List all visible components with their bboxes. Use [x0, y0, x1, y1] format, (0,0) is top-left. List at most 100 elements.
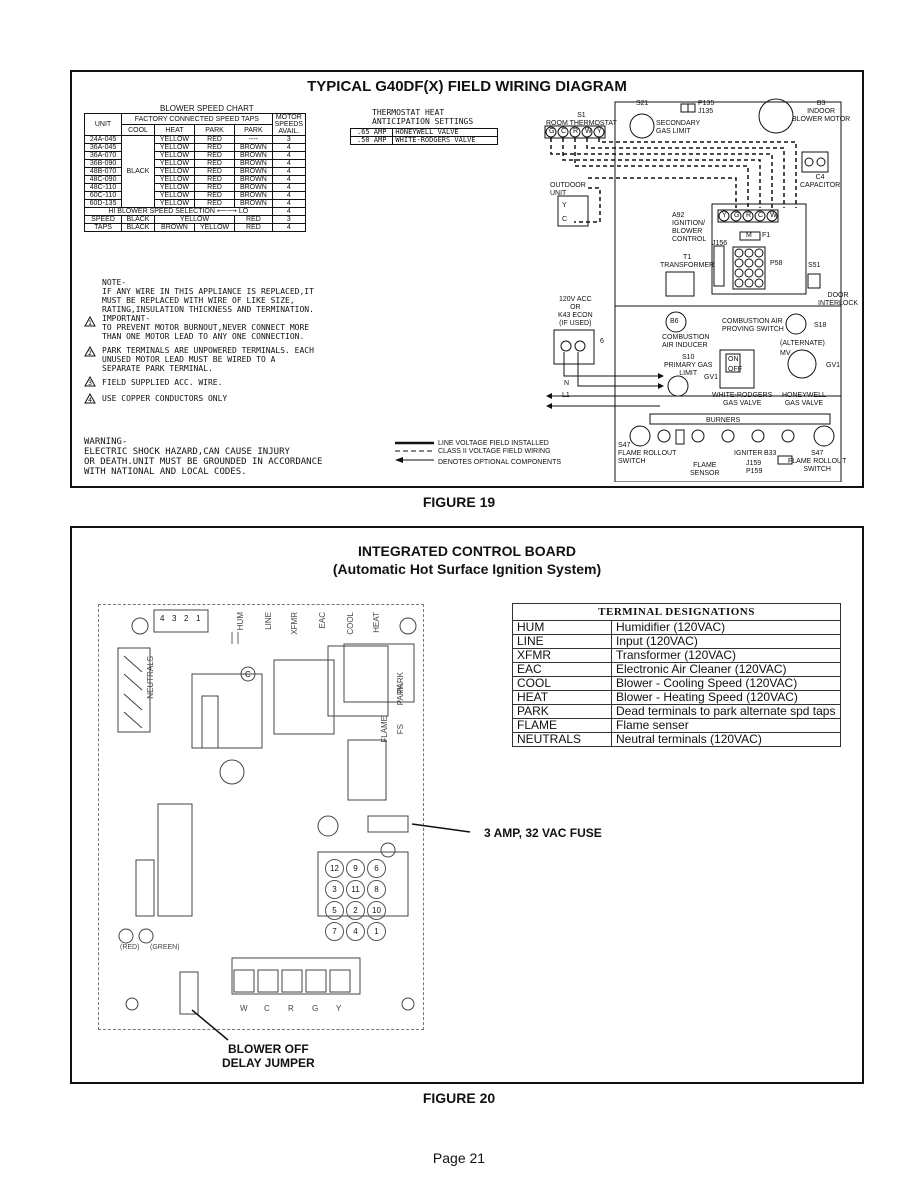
- col-heat: HEAT: [153, 124, 196, 136]
- note-2: PARK TERMINALS ARE UNPOWERED TERMINALS. …: [102, 346, 314, 373]
- terminal-description: Flame senser: [611, 718, 841, 733]
- a92-label: A92 IGNITION/ BLOWER CONTROL: [672, 212, 707, 243]
- terminal-description: Transformer (120VAC): [611, 648, 841, 663]
- blower-chart-cell: 4: [271, 167, 307, 176]
- s1-label: S1 ROOM THERMOSTAT: [546, 112, 617, 127]
- igniter-label: IGNITER: [734, 450, 763, 457]
- blower-chart-title: BLOWER SPEED CHART: [160, 104, 254, 113]
- blower-chart-cell: RED: [194, 199, 236, 208]
- secondary-limit-label: SECONDARY GAS LIMIT: [656, 120, 701, 135]
- plug4-2: 3: [172, 614, 177, 623]
- callout-lines: [191, 823, 471, 1041]
- blower-chart-cell: 4: [271, 151, 307, 160]
- thermo-g: G: [312, 1004, 319, 1013]
- s21-label: S21: [636, 100, 649, 107]
- blower-chart-cell: 36A-045: [83, 143, 123, 152]
- valve-cell: WHITE-RODGERS VALVE: [392, 136, 498, 145]
- outdoor-unit-label: OUTDOOR UNIT: [550, 182, 586, 197]
- gv1-label: GV1: [704, 374, 719, 381]
- plug12-pin: 5: [325, 901, 344, 920]
- legend-optional: DENOTES OPTIONAL COMPONENTS: [438, 459, 562, 466]
- b6-label: B6: [670, 318, 679, 325]
- blower-chart-cell: BROWN: [234, 143, 273, 152]
- jumper-callout: BLOWER OFF DELAY JUMPER: [222, 1042, 315, 1070]
- blower-chart-cell: 3: [271, 135, 307, 144]
- thermostat-term: W: [585, 128, 592, 135]
- blower-chart-cell: RED: [194, 175, 236, 184]
- blower-chart-cell: YELLOW: [153, 167, 196, 176]
- warning-triangle-icon: 1: [84, 316, 96, 327]
- plug12-pin: 3: [325, 880, 344, 899]
- terminal-description: Humidifier (120VAC): [611, 620, 841, 635]
- b3-label: B3 INDOOR BLOWER MOTOR: [792, 100, 851, 123]
- g6-label: 6: [600, 338, 604, 345]
- blower-chart-cell: 60D-135: [83, 199, 123, 208]
- m-label: M: [746, 232, 752, 239]
- blower-chart-cell: 4: [271, 191, 307, 200]
- blower-chart-cell: 60C-110: [83, 191, 123, 200]
- figure19-panel: [70, 70, 864, 488]
- plug12-pin: 1: [367, 922, 386, 941]
- board-term: R: [746, 212, 752, 219]
- outdoor-c: C: [562, 216, 568, 223]
- taps-label: TAPS: [83, 223, 123, 232]
- p135-label: P135 J135: [698, 100, 715, 115]
- mv-label: MV: [780, 350, 791, 357]
- blower-chart-cell: BROWN: [234, 159, 273, 168]
- gv1-alt-label: GV1: [826, 362, 841, 369]
- blower-chart-cell: BROWN: [234, 183, 273, 192]
- terminal-description: Blower - Cooling Speed (120VAC): [611, 676, 841, 691]
- blower-chart-cell: YELLOW: [153, 191, 196, 200]
- blower-chart-cell: YELLOW: [153, 143, 196, 152]
- plug12-pin: 7: [325, 922, 344, 941]
- blower-chart-cell: RED: [194, 135, 236, 144]
- svg-text:1: 1: [88, 320, 92, 327]
- burners-label: BURNERS: [706, 417, 741, 424]
- blower-chart-cell: YELLOW: [153, 151, 196, 160]
- s47-left-label: S47 FLAME ROLLOUT SWITCH: [618, 442, 677, 465]
- terminal-description: Neutral terminals (120VAC): [611, 732, 841, 747]
- note-text: NOTE- IF ANY WIRE IN THIS APPLIANCE IS R…: [102, 278, 314, 314]
- warning-triangle-icon: 3: [84, 376, 96, 387]
- blower-chart-cell: YELLOW: [153, 199, 196, 208]
- board-term: W: [770, 212, 777, 219]
- blower-chart-cell: BROWN: [234, 199, 273, 208]
- col-park: PARK: [234, 124, 273, 136]
- n-label: N: [564, 380, 570, 387]
- blower-chart-cell: YELLOW: [153, 135, 196, 144]
- s18-label: S18: [814, 322, 827, 329]
- comb-switch-label: COMBUSTION AIR PROVING SWITCH: [722, 318, 784, 333]
- thermostat-term: C: [561, 128, 567, 135]
- board-term: Y: [722, 212, 727, 219]
- acc-label: 120V ACC OR K43 ECON (IF USED): [558, 296, 593, 327]
- c4-label: C4 CAPACITOR: [800, 174, 841, 189]
- speed-cell: RED: [234, 215, 273, 224]
- plug4-3: 2: [184, 614, 189, 623]
- j159-label: J159 P159: [746, 460, 763, 475]
- comb-inducer-label: COMBUSTION AIR INDUCER: [662, 334, 710, 349]
- blower-chart-cell: RED: [194, 151, 236, 160]
- board-term: G: [734, 212, 740, 219]
- terminal-code: NEUTRALS: [512, 732, 612, 747]
- terminal-description: Input (120VAC): [611, 634, 841, 649]
- board-line-label: LINE: [264, 612, 273, 630]
- legend-line-voltage: LINE VOLTAGE FIELD INSTALLED: [438, 440, 549, 447]
- plug12-pin: 11: [346, 880, 365, 899]
- terminal-code: HEAT: [512, 690, 612, 705]
- taps-cell: RED: [234, 223, 273, 232]
- blower-chart-cell: BROWN: [234, 191, 273, 200]
- legend-lines: [395, 441, 434, 463]
- terminal-code: COOL: [512, 676, 612, 691]
- figure20-caption: FIGURE 20: [422, 1090, 496, 1106]
- speed-cell: YELLOW: [153, 215, 236, 224]
- board-xfmr-label: XFMR: [290, 612, 299, 635]
- board-c-label: C: [245, 670, 251, 679]
